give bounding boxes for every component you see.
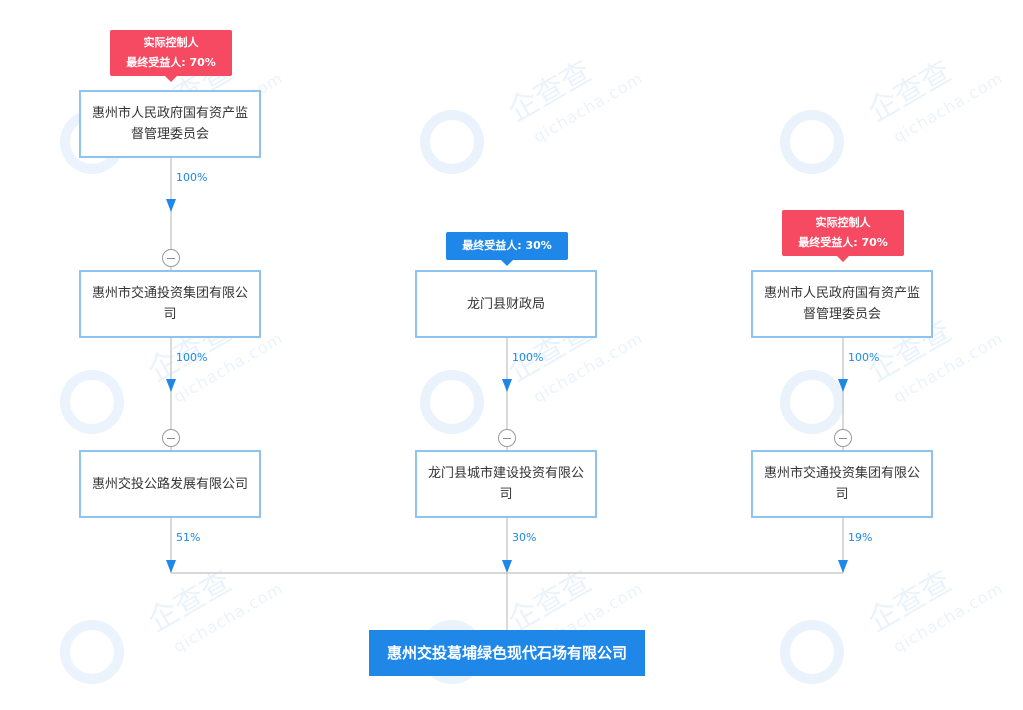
node-left-highway-dev[interactable]: 惠州交投公路发展有限公司 xyxy=(79,450,261,518)
collapse-toggle-icon[interactable] xyxy=(162,429,180,447)
arrow-head-icon xyxy=(502,379,512,392)
arrow-head-icon xyxy=(838,560,848,573)
node-left-sasac[interactable]: 惠州市人民政府国有资产监督管理委员会 xyxy=(79,90,261,158)
pct-label: 100% xyxy=(512,351,544,364)
node-right-traffic-group[interactable]: 惠州市交通投资集团有限公司 xyxy=(751,450,933,518)
collapse-toggle-icon[interactable] xyxy=(834,429,852,447)
tag-label-beneficiary: 最终受益人: 30% xyxy=(462,239,552,252)
tag-label-controller: 实际控制人 xyxy=(815,216,871,229)
node-left-traffic-group[interactable]: 惠州市交通投资集团有限公司 xyxy=(79,270,261,338)
node-label: 惠州市人民政府国有资产监督管理委员会 xyxy=(763,286,920,322)
arrow-head-icon xyxy=(166,379,176,392)
controller-tag-left: 实际控制人 最终受益人: 70% xyxy=(110,30,232,82)
edge-lines xyxy=(166,158,848,630)
node-label: 龙门县城市建设投资有限公司 xyxy=(427,466,584,502)
pct-label: 100% xyxy=(176,351,208,364)
target-label: 惠州交投葛埔绿色现代石场有限公司 xyxy=(386,643,627,662)
node-middle-urban-construction[interactable]: 龙门县城市建设投资有限公司 xyxy=(415,450,597,518)
arrow-head-icon xyxy=(166,199,176,212)
node-label: 惠州市人民政府国有资产监督管理委员会 xyxy=(91,106,248,142)
node-target-company[interactable]: 惠州交投葛埔绿色现代石场有限公司 xyxy=(369,630,645,676)
node-label: 龙门县财政局 xyxy=(466,296,545,312)
collapse-toggle-icon[interactable] xyxy=(162,249,180,267)
pct-label: 51% xyxy=(176,531,201,544)
arrow-head-icon xyxy=(838,379,848,392)
collapse-toggle-icon[interactable] xyxy=(498,429,516,447)
pct-label: 19% xyxy=(848,531,873,544)
node-right-sasac[interactable]: 惠州市人民政府国有资产监督管理委员会 xyxy=(751,270,933,338)
arrow-head-icon xyxy=(166,560,176,573)
pct-label: 100% xyxy=(848,351,880,364)
node-label: 惠州交投公路发展有限公司 xyxy=(91,476,248,492)
arrow-head-icon xyxy=(502,560,512,573)
node-label: 惠州市交通投资集团有限公司 xyxy=(91,286,248,322)
beneficiary-tag-middle: 最终受益人: 30% xyxy=(446,232,568,266)
controller-tag-right: 实际控制人 最终受益人: 70% xyxy=(782,210,904,262)
tag-label-controller: 实际控制人 xyxy=(143,36,199,49)
tag-label-beneficiary: 最终受益人: 70% xyxy=(798,236,888,249)
pct-label: 100% xyxy=(176,171,208,184)
node-middle-finance-bureau[interactable]: 龙门县财政局 xyxy=(415,270,597,338)
tag-label-beneficiary: 最终受益人: 70% xyxy=(126,56,216,69)
pct-label: 30% xyxy=(512,531,537,544)
node-label: 惠州市交通投资集团有限公司 xyxy=(763,466,920,502)
